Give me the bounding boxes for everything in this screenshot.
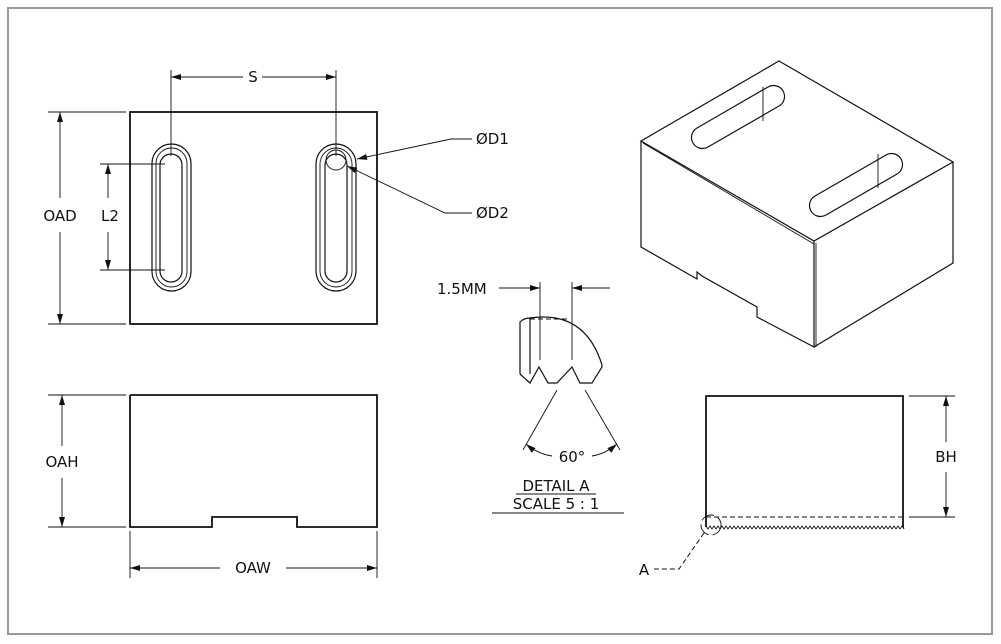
side-view-outline [705,395,904,527]
dim-d1-label: ØD1 [476,130,509,148]
dim-angle-label: 60° [559,448,586,466]
dim-oad-label: OAD [43,207,76,225]
isometric-view [639,60,955,348]
serrated-bottom [705,525,905,530]
dim-l2-label: L2 [101,207,119,225]
left-slot-inner [159,153,183,283]
detail-a-callout-circle [700,514,722,536]
iso-top-face [639,60,955,242]
serration-profile [519,365,603,384]
right-slot-outer [315,143,357,292]
front-view-outline [129,394,378,528]
dim-d2-label: ØD2 [476,204,509,222]
side-view: BH A [639,395,957,579]
right-slot-inner [324,153,348,283]
detail-a: 1.5MM 60° DETAIL A SCALE 5 : 1 [437,280,624,514]
dim-oaw-label: OAW [235,559,271,577]
dim-pitch-label: 1.5MM [437,280,487,298]
drawing-frame [7,7,993,635]
detail-scale: SCALE 5 : 1 [513,495,600,513]
dim-bh-label: BH [935,448,957,466]
detail-a-callout-label: A [639,561,650,579]
detail-title: DETAIL A [522,477,590,495]
top-view-outline [129,111,378,325]
left-slot-outer [151,143,192,292]
iso-right-face [813,162,954,348]
iso-left-face [640,141,815,348]
dim-oah-label: OAH [45,453,78,471]
iso-slot-2 [808,152,904,218]
front-view: OAH OAW [45,394,378,578]
top-view: S OAD L2 ØD1 ØD2 [43,68,509,325]
dim-s-label: S [248,68,258,86]
iso-slot-1 [690,84,786,150]
